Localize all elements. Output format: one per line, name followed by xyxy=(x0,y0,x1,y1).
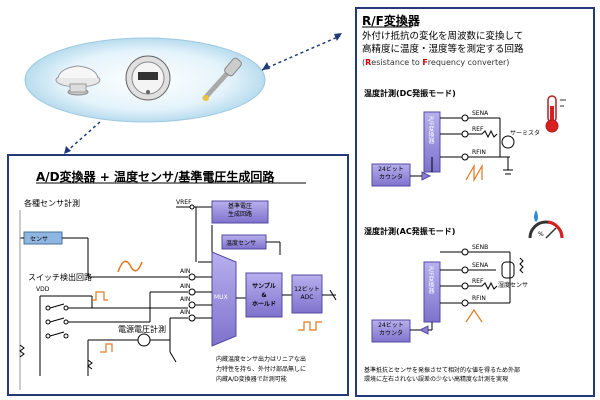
left-note-box xyxy=(213,351,345,393)
smoke-detector-icon xyxy=(55,65,101,96)
sensor-box-label: センサ xyxy=(30,236,49,243)
vdd-label: VDD xyxy=(36,286,50,293)
ac-pin-sena: SENA xyxy=(472,262,489,269)
switch-section-label: スイッチ検出回路 xyxy=(28,273,92,282)
mux-label: MUX xyxy=(214,294,228,301)
sample-hold-block xyxy=(245,272,283,318)
dc-pin-ref: REF xyxy=(472,126,484,133)
ac-pin-senb: SENB xyxy=(472,244,489,251)
right-note: 基準抵抗とセンサを発振させて相対的な値を得るため外部環境に左右されない誤差の少な… xyxy=(364,367,521,383)
link-arrow-down xyxy=(65,121,101,153)
ac-rf-block-label: R/F変換器 xyxy=(427,266,434,294)
left-panel-border xyxy=(7,154,349,396)
mux-block xyxy=(211,251,237,347)
humidity-drop-icon xyxy=(534,210,538,222)
humidity-gauge-icon: % xyxy=(528,220,564,239)
left-panel-title: A/D変換器 + 温度センサ/基準電圧生成回路 xyxy=(36,170,275,184)
ain-label-1: AIN xyxy=(180,268,191,275)
right-panel-title: R/F変換器 xyxy=(362,14,420,28)
sample-hold-label: サンプル&ホールド xyxy=(251,283,276,308)
dc-pin-rfin: RFIN xyxy=(472,149,486,156)
ref-gen-label: 基準電圧生成回路 xyxy=(227,203,252,218)
ac-pin-ref: REF xyxy=(472,278,484,285)
temp-sensor-label: 温度センサ xyxy=(226,240,257,247)
arrow-head-left xyxy=(262,62,270,70)
sensor-section-label: 各種センサ計測 xyxy=(24,199,80,208)
thermometer-icon xyxy=(545,95,566,133)
meter-icon xyxy=(125,55,171,101)
dc-rf-block-label: R/F変換器 xyxy=(427,116,434,144)
power-section-label: 電源電圧計測 xyxy=(118,325,166,334)
ain-label-2: AIN xyxy=(180,283,191,290)
rf-subtitle: (Resistance to Frequency converter) xyxy=(362,58,510,67)
humidity-sensor-label: 湿度センサ xyxy=(498,282,529,289)
switch-signal-pulse-2 xyxy=(100,343,113,353)
ac-counter-label: 24ビットカウンタ xyxy=(378,322,404,337)
sensor-signal-wave xyxy=(117,260,143,273)
ac-mode-title: 湿度計測(AC発振モード) xyxy=(364,227,456,236)
counter-block-ac xyxy=(371,319,411,343)
dc-oscillation-wave xyxy=(465,163,483,183)
dc-pin-sena: SENA xyxy=(472,110,489,117)
switch-signal-pulse xyxy=(92,291,108,301)
ac-pin-rfin: RFIN xyxy=(472,295,486,302)
reference-voltage-generator-block xyxy=(211,200,269,224)
ac-oscillation-wave xyxy=(465,308,483,323)
counter-block-dc xyxy=(371,163,411,187)
ain-label-4: AIN xyxy=(180,309,191,316)
right-panel-border xyxy=(355,7,595,397)
vref-label: VREF xyxy=(176,199,192,206)
rf-description: 外付け抵抗の変化を周波数に変換して高精度に温度・湿度等を測定する回路 xyxy=(362,31,524,55)
thermistor-label: サーミスタ xyxy=(510,130,541,137)
thermometer-probe-icon xyxy=(202,57,242,101)
adc-block xyxy=(291,274,323,314)
dc-mode-title: 温度計測(DC発振モード) xyxy=(364,89,456,98)
dc-counter-label: 24ビットカウンタ xyxy=(378,166,404,181)
adc-output-pulses xyxy=(298,321,322,331)
ain-label-3: AIN xyxy=(180,296,191,303)
svg-text:%: % xyxy=(538,231,544,238)
link-arrow-right xyxy=(261,35,341,71)
left-note: 内蔵温度センサ出力はリニアな出力特性を持ち、外付け部品無しに内蔵A/D変換器で計… xyxy=(216,356,307,383)
